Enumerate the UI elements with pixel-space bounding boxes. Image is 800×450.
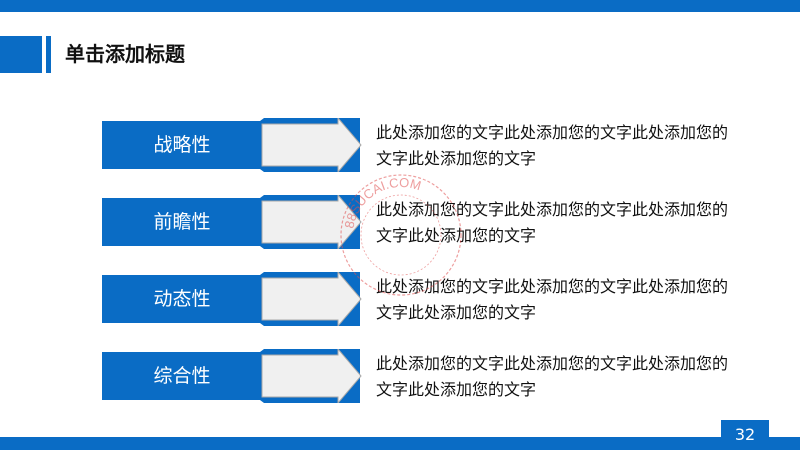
arrow-body-1 [261, 118, 362, 172]
top-accent-bar [0, 0, 800, 12]
arrow-shape-1 [102, 118, 362, 172]
row-description[interactable]: 此处添加您的文字此处添加您的文字此处添加您的文字此处添加您的文字 [376, 277, 729, 322]
bottom-accent-bar [0, 437, 800, 450]
watermark-stamp: 88SUCAI.COM [340, 174, 462, 296]
watermark-outer-ring [340, 174, 462, 296]
row-2: 前瞻性 此处添加您的文字此处添加您的文字此处添加您的文字此处添加您的文字 [0, 195, 800, 255]
row-3: 动态性 此处添加您的文字此处添加您的文字此处添加您的文字此处添加您的文字 [0, 272, 800, 332]
arrow-shape-2 [102, 195, 362, 249]
arrow-shape-4 [102, 349, 362, 403]
row-1: 战略性 此处添加您的文字此处添加您的文字此处添加您的文字此处添加您的文字 [0, 118, 800, 178]
page-number: 32 [721, 420, 769, 450]
row-description[interactable]: 此处添加您的文字此处添加您的文字此处添加您的文字此处添加您的文字 [376, 354, 729, 399]
title-block-large [0, 36, 42, 73]
watermark-text: 88SUCAI.COM [341, 175, 422, 230]
watermark-text-path: 88SUCAI.COM [341, 175, 422, 230]
title-block-thin [46, 36, 51, 73]
row-description[interactable]: 此处添加您的文字此处添加您的文字此处添加您的文字此处添加您的文字 [376, 200, 729, 245]
watermark-inner-ring [360, 194, 442, 276]
row-label[interactable]: 战略性 [153, 134, 211, 156]
arrow-body-2 [261, 195, 362, 249]
arrow-body-3 [261, 272, 362, 326]
title-decoration [0, 36, 60, 73]
row-label[interactable]: 前瞻性 [153, 211, 211, 233]
row-label[interactable]: 动态性 [153, 288, 211, 310]
row-label[interactable]: 综合性 [153, 365, 211, 387]
page-title[interactable]: 单击添加标题 [65, 42, 185, 66]
row-4: 综合性 此处添加您的文字此处添加您的文字此处添加您的文字此处添加您的文字 [0, 349, 800, 409]
row-description[interactable]: 此处添加您的文字此处添加您的文字此处添加您的文字此处添加您的文字 [376, 123, 729, 168]
arrow-shape-3 [102, 272, 362, 326]
arrow-body-4 [261, 349, 362, 403]
